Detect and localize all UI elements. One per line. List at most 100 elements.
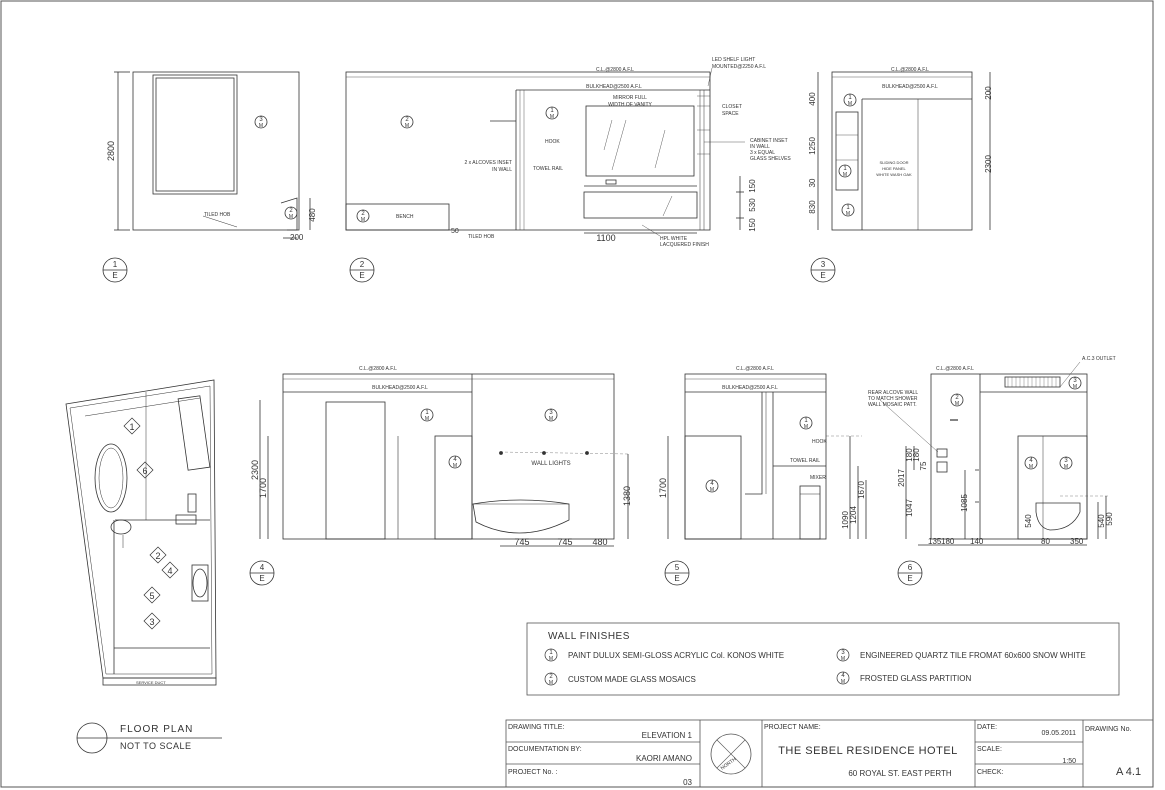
e4-tag-num: 4 (260, 563, 265, 572)
e4-marker-3-letter: M (549, 416, 553, 422)
e6-dim-1047: 1047 (905, 499, 914, 517)
floor-plan-service-duct: SERVICE DUCT (136, 680, 166, 685)
e3-dim-2300: 2300 (984, 155, 993, 173)
e3-dim-400: 400 (808, 92, 817, 106)
e1-note-hob: TILED HOB (204, 212, 231, 218)
wall-finishes-legend (526, 622, 1120, 696)
floor-plan-title-text: FLOOR PLAN (120, 724, 193, 735)
floor-plan-marker-3: 3 (149, 617, 154, 627)
legend-4-letter: M (841, 679, 845, 685)
e5-dim-1204: 1204 (849, 506, 858, 524)
e3-marker-a-num: 1 (848, 95, 852, 101)
e5-dim-1090: 1090 (841, 511, 850, 529)
e5-dim-1670: 1670 (857, 481, 866, 499)
e6-dim-1085: 1085 (960, 494, 969, 512)
e6-dim-80: 80 (1041, 537, 1050, 546)
e3-marker-c-letter: M (846, 211, 850, 217)
e2-cabinet-3: 3 x EQUAL (750, 150, 775, 156)
tb-drawing-no: A 4.1 (1116, 766, 1141, 778)
legend-title: WALL FINISHES (548, 631, 630, 642)
floor-plan-marker-1: 1 (129, 422, 134, 432)
e6-dim-75: 75 (919, 461, 928, 470)
e5-bulkhead: BULKHEAD@2500 A.F.L (722, 385, 778, 391)
e3-marker-a-letter: M (848, 101, 852, 107)
e3-marker-c-num: 1 (846, 205, 850, 211)
e4-marker-1-letter: M (425, 416, 429, 422)
e6-marker-3b-num: 3 (1064, 458, 1068, 464)
e6-cl: C.L.@2800 A.F.L (936, 366, 974, 372)
e5-dim-1700: 1700 (658, 478, 668, 498)
e2-hpl-1: HPL WHITE (660, 236, 688, 242)
e2-tag-num: 2 (360, 260, 365, 269)
e6-dim-2017: 2017 (897, 469, 906, 487)
e2-towel-rail: TOWEL RAIL (533, 166, 563, 172)
e3-dim-1250: 1250 (808, 137, 817, 155)
e2-dim-1100: 1100 (596, 233, 615, 243)
e4-marker-4-letter: M (453, 463, 457, 469)
floor-plan (65, 379, 217, 686)
e5-cl: C.L.@2800 A.F.L (736, 366, 774, 372)
e3-sliding-3: WHITE WASH OAK (876, 172, 912, 177)
e6-marker-4-num: 4 (1029, 458, 1033, 464)
e2-marker-2a-letter: M (405, 123, 409, 129)
north-arrow (710, 733, 752, 775)
e2-dim-530: 530 (748, 198, 757, 212)
e6-tag-letter: E (907, 574, 912, 583)
e4-dim-745b: 745 (557, 537, 572, 547)
legend-1-num: 1 (549, 650, 553, 656)
elevation-4 (249, 373, 629, 586)
e3-tag-letter: E (820, 271, 825, 280)
e2-marker-2b-num: 2 (361, 211, 365, 217)
floor-plan-markers (123, 417, 179, 630)
e1-dim-height: 2800 (106, 141, 116, 161)
e2-mirror-2: WIDTH OF VANITY (608, 102, 652, 108)
tb-project-no-label: PROJECT No. : (508, 769, 557, 776)
legend-1-letter: M (549, 656, 553, 662)
e4-dim-745a: 745 (514, 537, 529, 547)
e5-tag-num: 5 (675, 563, 680, 572)
e4-cl: C.L.@2800 A.F.L (359, 366, 397, 372)
e5-mixer: MIXER (810, 475, 826, 481)
e3-sliding-2: HIDE PANEL (882, 166, 906, 171)
e5-marker-1-num: 1 (804, 418, 808, 424)
elevation-2 (345, 67, 745, 283)
e3-dim-200: 200 (984, 86, 993, 100)
e4-marker-1-num: 1 (425, 410, 429, 416)
e1-marker-top-num: 3 (259, 117, 263, 123)
e3-dim-830: 830 (808, 200, 817, 214)
e2-led-1: LED SHELF LIGHT (712, 57, 755, 63)
e4-dim-1380: 1380 (622, 486, 632, 506)
elevation-6 (879, 361, 1110, 586)
e5-marker-4-num: 4 (710, 481, 714, 487)
tb-project-name: THE SEBEL RESIDENCE HOTEL (778, 745, 958, 757)
e2-cabinet-2: IN WALL (750, 144, 770, 150)
e6-marker-3a-letter: M (1073, 384, 1077, 390)
legend-item-4: FROSTED GLASS PARTITION (860, 674, 972, 683)
tb-project-name-label: PROJECT NAME: (764, 724, 821, 731)
floor-plan-title (76, 722, 222, 754)
floor-plan-marker-5: 5 (149, 591, 154, 601)
e6-dim-540a: 540 (1024, 514, 1033, 528)
e6-dim-135: 135 (928, 537, 942, 546)
e2-cabinet-4: GLASS SHELVES (750, 156, 791, 162)
e4-dim-2300: 2300 (250, 460, 260, 480)
elevation-1 (102, 71, 311, 283)
e1-tag-num: 1 (113, 260, 118, 269)
e1-marker-top-letter: M (259, 123, 263, 129)
floor-plan-subtitle: NOT TO SCALE (120, 741, 192, 751)
e3-marker-b-num: 1 (843, 166, 847, 172)
legend-item-1: PAINT DULUX SEMI-GLOSS ACRYLIC Col. KONO… (568, 651, 784, 660)
e5-hook: HOOK (812, 439, 827, 445)
legend-2-letter: M (549, 680, 553, 686)
e2-hpl-2: LACQUERED FINISH (660, 242, 709, 248)
e6-dim-540b: 540 (1097, 514, 1106, 528)
tb-drawing-title: ELEVATION 1 (642, 731, 693, 740)
e2-hook: HOOK (545, 139, 560, 145)
tb-check-label: CHECK: (977, 769, 1004, 776)
legend-4-num: 4 (841, 673, 845, 679)
e6-marker-2-letter: M (955, 401, 959, 407)
e6-ac-outlet: A.C.3 OUTLET (1082, 356, 1116, 362)
e5-marker-4-letter: M (710, 487, 714, 493)
e6-rear-1: REAR ALCOVE WALL (868, 390, 918, 396)
